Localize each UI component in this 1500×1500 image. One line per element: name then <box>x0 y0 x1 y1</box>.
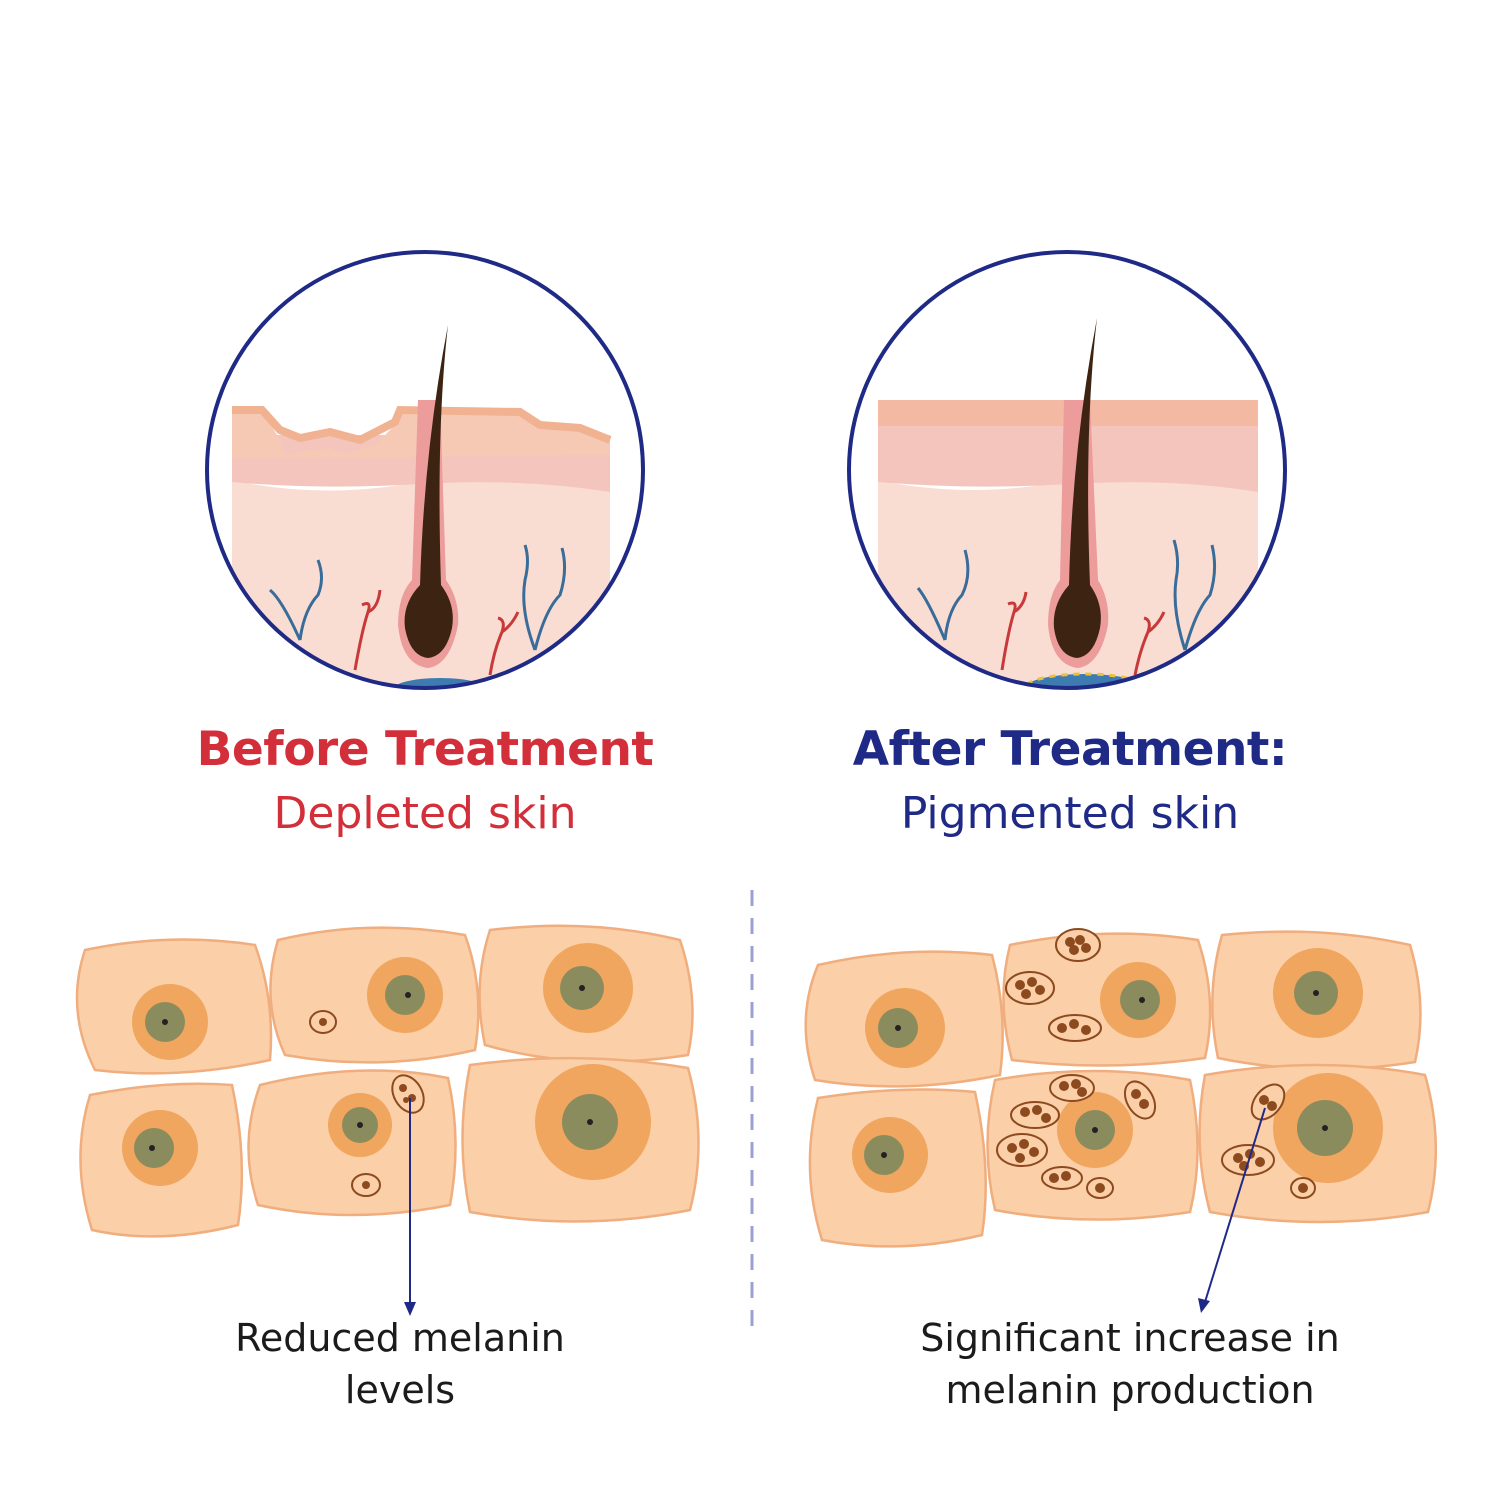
before-caption-line-1: Reduced melanin <box>235 1316 565 1360</box>
after-caption-line-2: melanin production <box>945 1368 1315 1412</box>
after-hair-shaft <box>1053 318 1101 658</box>
before-caption-line-2: levels <box>344 1368 456 1412</box>
after-treatment-title: After Treatment: <box>852 722 1288 777</box>
before-arrow <box>404 1098 416 1316</box>
after-caption: Significant increase in melanin producti… <box>830 1312 1430 1416</box>
before-hair-shaft <box>404 325 453 658</box>
before-circle-frame <box>205 250 645 690</box>
after-circle-frame <box>847 250 1287 690</box>
after-skin-cross-section <box>847 250 1287 690</box>
before-caption: Reduced melanin levels <box>150 1312 650 1416</box>
before-treatment-subtitle: Depleted skin <box>273 788 577 839</box>
after-treatment-subtitle: Pigmented skin <box>900 788 1240 839</box>
before-treatment-title: Before Treatment <box>196 722 654 777</box>
before-nuclei <box>122 943 651 1186</box>
after-nuclei <box>852 948 1383 1193</box>
before-melanin-granules <box>309 1010 425 1197</box>
before-skin-cross-section <box>205 250 645 690</box>
after-arrow <box>1198 1107 1266 1313</box>
after-caption-line-1: Significant increase in <box>920 1316 1340 1360</box>
after-melanin-granules <box>996 928 1316 1199</box>
